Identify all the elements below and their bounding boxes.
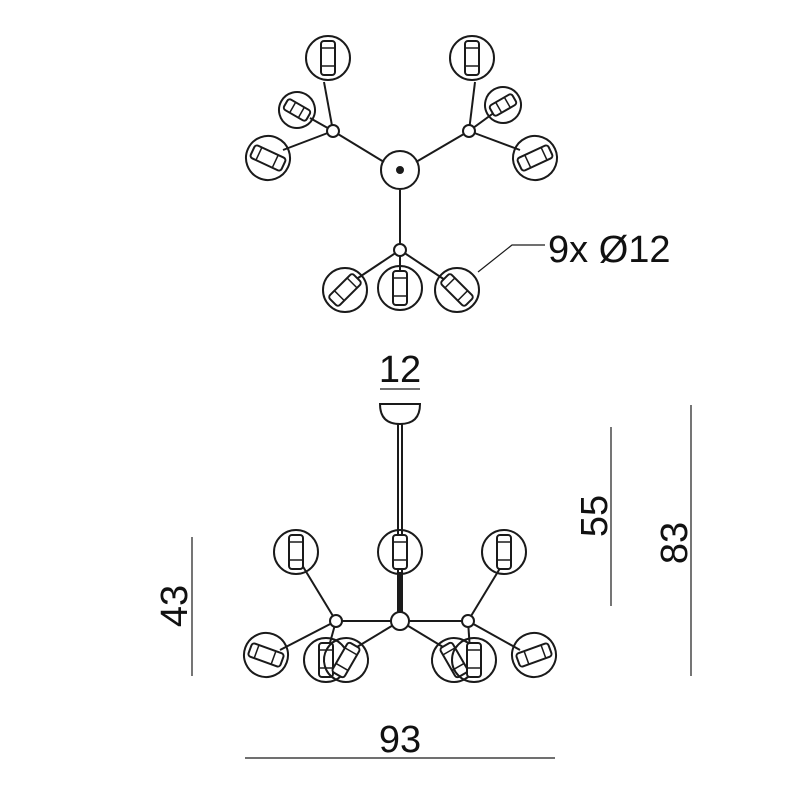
side-canopy [378, 403, 422, 426]
top-globe-9 [424, 257, 490, 323]
drop-height-label: 55 [574, 495, 616, 537]
side-globe-4 [236, 625, 296, 685]
callout-leader [477, 244, 545, 273]
top-globe-2 [449, 35, 495, 81]
top-globe-7 [312, 257, 378, 323]
top-canopy-center [396, 166, 404, 174]
top-hub-left [326, 124, 340, 138]
top-globe-4 [477, 79, 529, 131]
top-globe-8 [377, 265, 423, 311]
top-hub-bottom [393, 243, 407, 257]
side-globe-3 [481, 529, 527, 575]
canopy-width-label: 12 [379, 349, 421, 391]
top-canopy [380, 150, 420, 190]
body-height-label: 43 [154, 585, 196, 627]
total-height-label: 83 [654, 522, 696, 564]
side-globe-5 [504, 625, 564, 685]
top-globe-3 [271, 84, 323, 136]
top-hub-right [462, 124, 476, 138]
bulb-count-callout: 9x Ø12 [548, 229, 671, 271]
overall-width-label: 93 [379, 719, 421, 761]
side-view [279, 403, 521, 651]
side-globe-2 [377, 529, 423, 575]
top-globe-5 [237, 127, 299, 189]
top-view [282, 81, 521, 281]
side-hub-right [461, 614, 475, 628]
top-globe-6 [504, 127, 566, 189]
top-globe-1 [305, 35, 351, 81]
side-hub-center [390, 611, 410, 631]
side-globe-1 [273, 529, 319, 575]
top-view-globes [237, 35, 566, 323]
side-hub-left [329, 614, 343, 628]
